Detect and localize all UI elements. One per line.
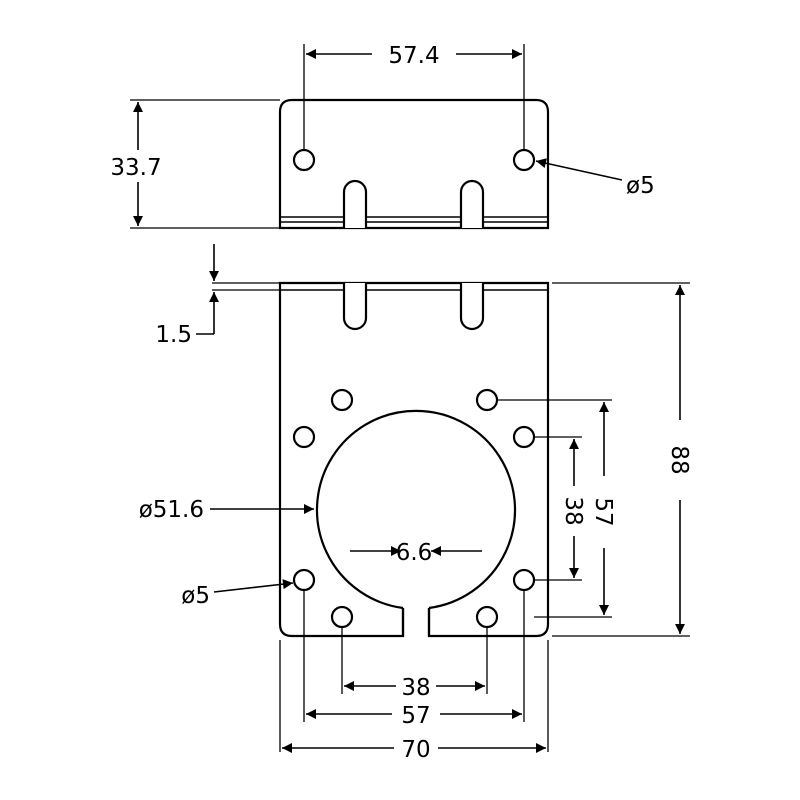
thickness-callout: 1.5 xyxy=(155,244,280,348)
leader-line xyxy=(535,158,623,181)
hole-57-bottom-right xyxy=(512,568,536,592)
hole-38-bottom-right xyxy=(475,605,499,629)
leader-line xyxy=(213,579,294,593)
dim-thickness: 1.5 xyxy=(155,322,192,348)
hole-57-top-right xyxy=(512,425,536,449)
dim-height: 33.7 xyxy=(110,155,161,181)
top-view: 57.4 33.7 ø5 xyxy=(110,43,655,230)
dim-top-hole: ø5 xyxy=(626,173,655,199)
dim-slot-gap: 6.6 xyxy=(396,540,433,566)
dim-plate-width: 70 xyxy=(401,737,430,763)
hole-57-bottom-left xyxy=(292,568,316,592)
center-bore xyxy=(315,409,517,610)
hole-38-top-right xyxy=(475,388,499,412)
front-slot-left xyxy=(342,283,368,331)
top-flange-outline xyxy=(278,98,550,230)
dim-hole-pitch-small: 38 xyxy=(401,675,430,701)
dim-top-width: 57.4 xyxy=(388,43,439,69)
dim-hole-vert-small: 38 xyxy=(560,496,586,525)
dim-hole-pitch-large: 57 xyxy=(401,703,430,729)
dim-hole-dia: ø5 xyxy=(181,583,210,609)
hole-38-top-left xyxy=(330,388,354,412)
top-hole-left xyxy=(292,148,316,172)
hole-38-bottom-left xyxy=(330,605,354,629)
front-slot-right xyxy=(459,283,485,331)
top-slot-left xyxy=(342,179,368,228)
front-view: 88 57 38 ø51.6 ø5 6.6 38 57 xyxy=(139,281,692,763)
dim-plate-height: 88 xyxy=(666,445,692,474)
dim-circle-dia: ø51.6 xyxy=(139,497,204,523)
top-hole-right xyxy=(512,148,536,172)
dim-hole-vert-large: 57 xyxy=(590,497,616,526)
hole-57-top-left xyxy=(292,425,316,449)
top-slot-right xyxy=(459,179,485,228)
